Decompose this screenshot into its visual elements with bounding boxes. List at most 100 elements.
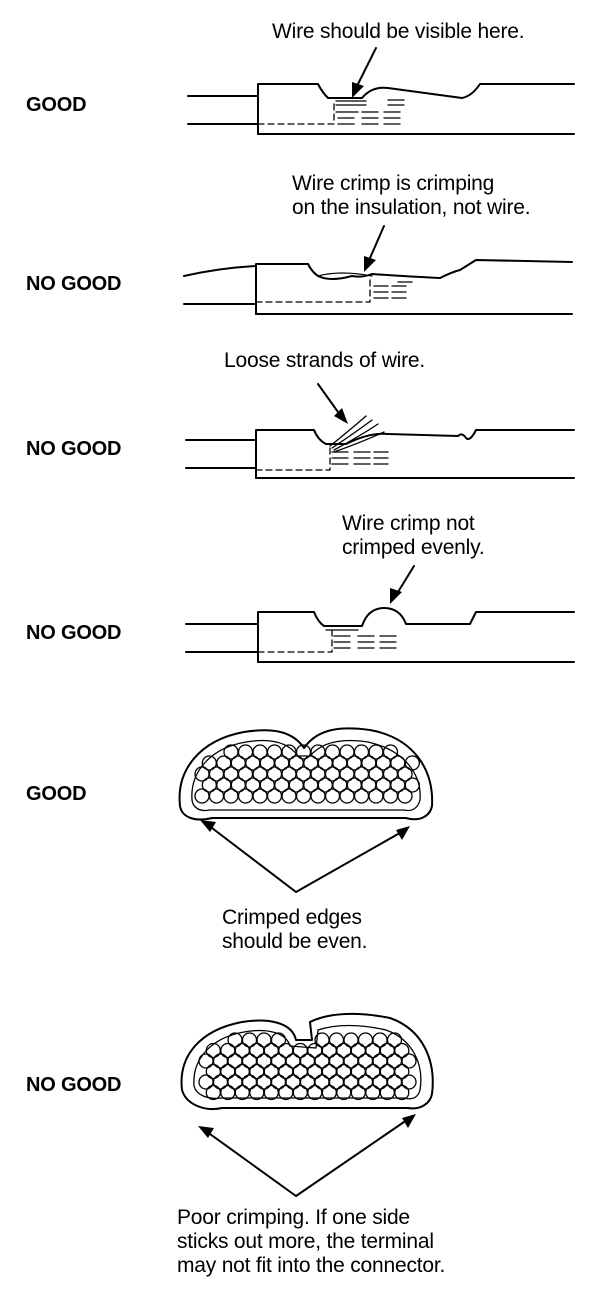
wire-strand (281, 788, 297, 804)
wire-strand (198, 1074, 214, 1090)
panel-2-terminal-drawing (183, 225, 573, 315)
wire-strand (299, 1053, 316, 1069)
wire-strand (270, 1074, 287, 1090)
panel-5-status: GOOD (26, 783, 87, 805)
wire-strand (314, 1074, 330, 1090)
wire-strand (234, 1063, 250, 1080)
wire-strand (372, 1074, 388, 1090)
panel-4-terminal-drawing (185, 565, 575, 663)
wire-strand (227, 1074, 243, 1090)
wire-strand (336, 1042, 352, 1059)
panel-1-terminal-drawing (187, 47, 575, 135)
wire-strand (328, 1032, 345, 1048)
wire-strand (256, 1074, 272, 1090)
wire-strand (252, 788, 268, 804)
wire-strand (336, 1063, 352, 1080)
wire-strand (365, 1042, 381, 1059)
wire-strand (394, 1042, 410, 1059)
panel-3-terminal-drawing (185, 383, 575, 479)
wire-strand (357, 1032, 374, 1048)
wire-strand (353, 788, 370, 804)
panel-2-status: NO GOOD (26, 273, 122, 295)
wire-strand (220, 1063, 236, 1080)
wire-strand (382, 788, 399, 804)
wire-strand (241, 1032, 258, 1048)
wire-strand (299, 1074, 316, 1090)
wire-strand (278, 1063, 294, 1080)
wire-strand (198, 1053, 214, 1069)
wire-strand (401, 1053, 417, 1069)
wire-strand (321, 1063, 337, 1080)
wire-strand (295, 788, 312, 804)
panel-3-caption: Loose strands of wire. (224, 349, 426, 372)
wire-strand (321, 1042, 337, 1059)
panel-4-status: NO GOOD (26, 622, 122, 644)
panel-4-caption: Wire crimp not crimped evenly. (342, 512, 485, 559)
wire-strand (350, 1042, 366, 1059)
wire-strand (227, 1032, 243, 1048)
wire-strands-bad (198, 1032, 417, 1101)
wire-strand (386, 1053, 403, 1069)
wire-strand (270, 1053, 287, 1069)
wire-strand (241, 1053, 258, 1069)
panel-1-status: GOOD (26, 94, 87, 116)
wire-strand (324, 788, 341, 804)
wire-strand (314, 1053, 330, 1069)
wire-strand (285, 1074, 301, 1090)
wire-strand (307, 1042, 323, 1059)
wire-strand (394, 1084, 410, 1101)
wire-strand (368, 788, 384, 804)
wire-strand (256, 1032, 272, 1048)
wire-strand (394, 1063, 410, 1080)
wire-strand (256, 1053, 272, 1069)
wire-strand (379, 1042, 395, 1059)
wire-strand (386, 1032, 403, 1048)
wire-strand (401, 1074, 417, 1090)
wire-strand (379, 1063, 395, 1080)
wire-strand (307, 1063, 323, 1080)
panel-5-caption: Crimped edges should be even. (222, 906, 368, 953)
wire-strand (343, 1074, 359, 1090)
wire-strand (328, 1053, 345, 1069)
panel-6-cross-section (180, 1012, 434, 1197)
wire-strand (241, 1074, 258, 1090)
panel-6-caption: Poor crimping. If one side sticks out mo… (177, 1206, 446, 1277)
wire-strand (263, 1063, 279, 1080)
wire-strand (328, 1074, 345, 1090)
wire-strand (223, 788, 239, 804)
wire-strand (205, 1063, 221, 1080)
wire-strand (263, 1042, 279, 1059)
wire-strand (382, 744, 399, 760)
wire-strand (212, 1074, 229, 1090)
wire-strand (365, 1063, 381, 1080)
wire-strand (343, 1053, 359, 1069)
panel-5-cross-section (178, 727, 434, 893)
wire-strand (220, 1042, 236, 1059)
wire-strand (397, 766, 413, 782)
wire-strand (205, 1042, 221, 1059)
wire-strand (285, 1053, 301, 1069)
wire-strand (292, 1042, 308, 1059)
wire-strands-good (194, 744, 420, 804)
wire-strand (372, 1053, 388, 1069)
wire-strand (249, 1063, 265, 1080)
wire-strand (266, 788, 283, 804)
wire-strand (208, 788, 225, 804)
wire-strand (292, 1063, 308, 1080)
wire-strand (357, 1074, 374, 1090)
wire-strand (397, 788, 413, 804)
wire-strand (310, 788, 326, 804)
wire-strand (343, 1032, 359, 1048)
panel-1-caption: Wire should be visible here. (272, 20, 525, 43)
wire-strand (234, 1042, 250, 1059)
wire-strand (404, 777, 420, 793)
wire-strand (386, 1074, 403, 1090)
panel-2-caption: Wire crimp is crimping on the insulation… (292, 172, 531, 219)
wire-strand (278, 1042, 294, 1059)
panel-3-status: NO GOOD (26, 438, 122, 460)
wire-strand (212, 1053, 229, 1069)
panel-6-status: NO GOOD (26, 1074, 122, 1096)
wire-strand (404, 755, 420, 771)
wire-strand (357, 1053, 374, 1069)
